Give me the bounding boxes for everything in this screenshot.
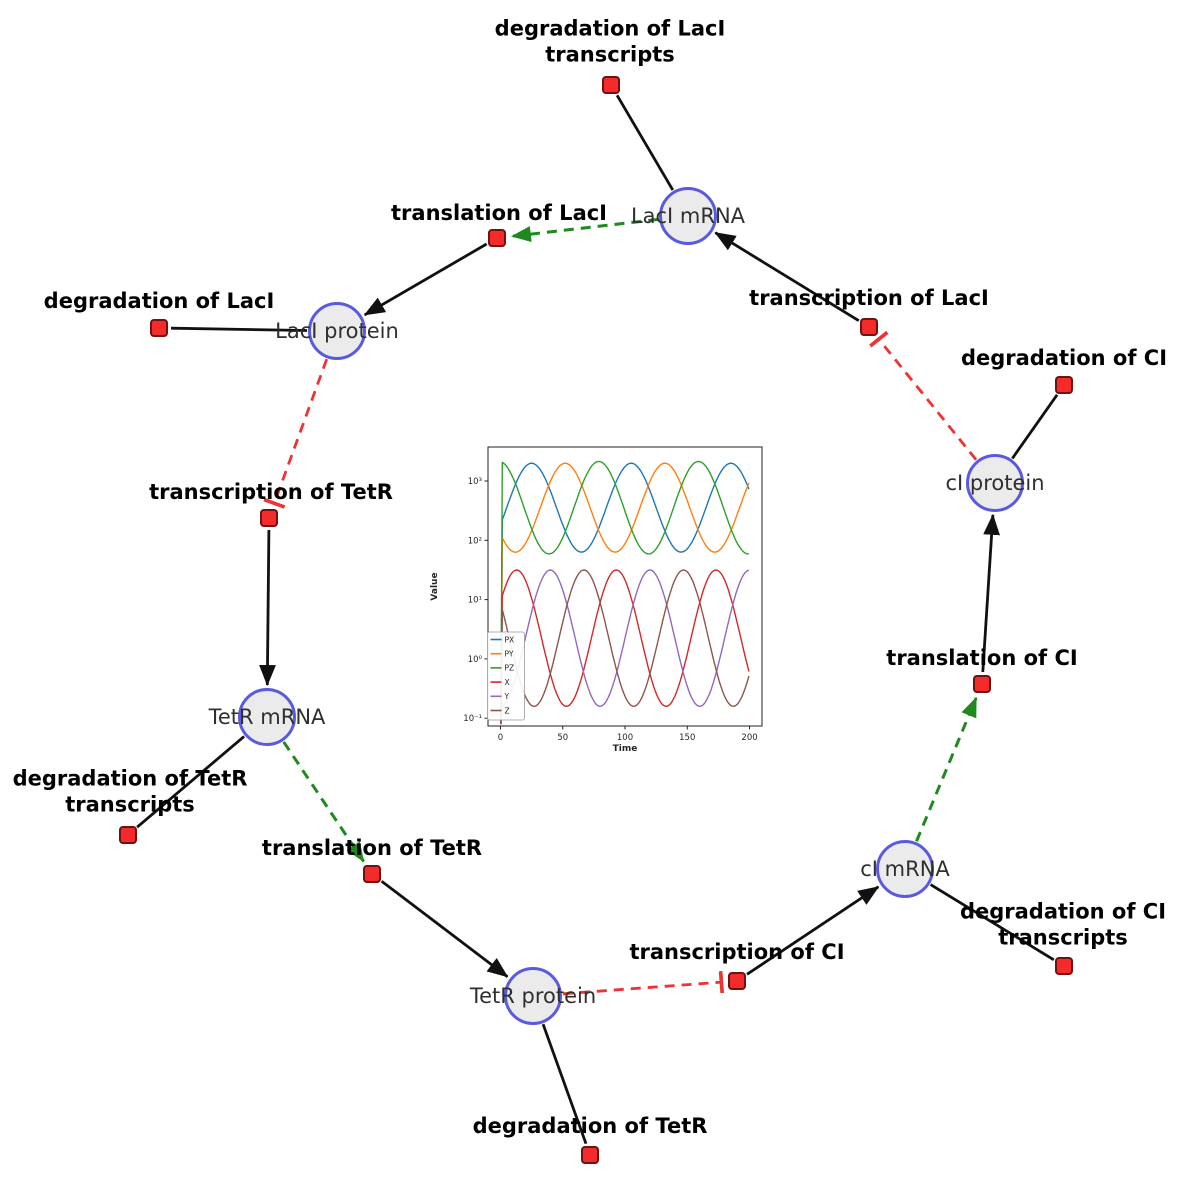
reaction-node-deg-laci bbox=[150, 319, 168, 337]
reaction-label-line: transcripts bbox=[65, 792, 195, 817]
legend-label-X: X bbox=[505, 678, 510, 687]
species-node-ci-protein bbox=[966, 454, 1024, 512]
reaction-label-transc-ci: transcription of CI bbox=[629, 939, 844, 965]
reaction-node-deg-tetr bbox=[581, 1146, 599, 1164]
species-node-tetr-mrna bbox=[238, 688, 296, 746]
y-tick-label: 10¹ bbox=[468, 596, 482, 606]
edge-laci-protein-to-deg-laci-consumption bbox=[170, 326, 308, 332]
series-line-Z bbox=[500, 569, 750, 725]
reaction-label-deg-tetr: degradation of TetR bbox=[473, 1113, 708, 1139]
species-node-tetr-protein bbox=[504, 967, 562, 1025]
series-line-PX bbox=[500, 462, 750, 725]
species-node-laci-mrna bbox=[659, 187, 717, 245]
edge-tetr-protein-to-deg-tetr-consumption bbox=[541, 1023, 588, 1145]
reaction-label-line: degradation of TetR bbox=[472, 1113, 708, 1138]
edge-tetr-mrna-to-deg-tetr-transcripts-consumption bbox=[136, 735, 246, 829]
edge-ci-protein-to-deg-ci-consumption bbox=[1011, 393, 1059, 460]
reaction-node-transc-laci bbox=[860, 318, 878, 336]
reaction-label-line: degradation of CI bbox=[959, 899, 1167, 924]
x-tick-label: 150 bbox=[679, 733, 695, 743]
edge-tetr-protein-to-transc-ci-inhibition bbox=[562, 971, 725, 996]
reaction-label-line: transcription of LacI bbox=[749, 285, 989, 310]
legend-label-Y: Y bbox=[504, 692, 510, 701]
reaction-node-transc-tetr bbox=[260, 509, 278, 527]
legend: PX PY PZ XYZ bbox=[487, 631, 525, 721]
reaction-node-transl-ci bbox=[973, 675, 991, 693]
reaction-label-transc-tetr: transcription of TetR bbox=[149, 479, 393, 505]
legend-label-PX: PX bbox=[505, 635, 515, 644]
edge-laci-protein-to-transc-tetr-inhibition bbox=[263, 358, 329, 509]
reaction-label-line: transcription of TetR bbox=[149, 479, 393, 504]
reaction-label-transc-laci: transcription of LacI bbox=[749, 285, 989, 311]
x-axis-label: Time bbox=[613, 744, 638, 754]
species-label-tetr-mrna: TetR mRNA bbox=[208, 705, 326, 729]
reaction-label-line: translation of TetR bbox=[261, 835, 483, 860]
legend-label-PY: PY bbox=[505, 650, 514, 659]
edge-laci-mrna-to-transl-laci-modifier bbox=[510, 217, 659, 243]
edge-transl-laci-to-laci-protein-production bbox=[363, 242, 488, 317]
series-line-PY bbox=[500, 462, 750, 725]
reaction-label-deg-ci: degradation of CI bbox=[961, 345, 1167, 371]
reaction-label-line: degradation of CI bbox=[960, 345, 1168, 370]
plot-frame bbox=[487, 446, 763, 727]
x-tick-label: 0 bbox=[498, 733, 503, 743]
reaction-label-line: degradation of LacI bbox=[43, 288, 275, 313]
species-label-ci-protein: cI protein bbox=[945, 471, 1045, 495]
legend-label-PZ: PZ bbox=[505, 664, 515, 673]
edge-transc-ci-to-ci-mrna-production bbox=[746, 885, 880, 976]
reaction-node-transc-ci bbox=[728, 972, 746, 990]
reaction-label-line: transcription of CI bbox=[629, 939, 845, 964]
edge-laci-mrna-to-deg-laci-transcripts-consumption bbox=[615, 94, 675, 191]
edge-transc-tetr-to-tetr-mrna-production bbox=[259, 529, 276, 687]
edge-tetr-mrna-to-transl-tetr-modifier bbox=[282, 741, 365, 863]
x-tick-label: 50 bbox=[557, 733, 568, 743]
y-axis-label: Value bbox=[430, 572, 440, 600]
reaction-label-line: translation of CI bbox=[886, 645, 1078, 670]
y-tick-label: 10³ bbox=[468, 477, 482, 487]
species-label-tetr-protein: TetR protein bbox=[469, 984, 597, 1008]
reaction-label-line: transcripts bbox=[998, 925, 1128, 950]
reaction-node-deg-ci bbox=[1055, 376, 1073, 394]
edge-transc-laci-to-laci-mrna-production bbox=[714, 231, 860, 322]
reaction-label-transl-laci: translation of LacI bbox=[391, 200, 607, 226]
series-line-Y bbox=[500, 569, 750, 725]
y-tick-label: 10⁰ bbox=[468, 655, 483, 665]
reaction-node-deg-tetr-transcripts bbox=[119, 826, 137, 844]
reaction-label-transl-ci: translation of CI bbox=[886, 645, 1077, 671]
edge-ci-mrna-to-deg-ci-transcripts-consumption bbox=[929, 883, 1055, 961]
reaction-node-deg-laci-transcripts bbox=[602, 76, 620, 94]
edge-ci-protein-to-transc-laci-inhibition bbox=[869, 330, 978, 461]
reaction-node-transl-tetr bbox=[363, 865, 381, 883]
edge-ci-mrna-to-transl-ci-modifier bbox=[915, 696, 978, 842]
reaction-node-deg-ci-transcripts bbox=[1055, 957, 1073, 975]
x-tick-label: 200 bbox=[741, 733, 757, 743]
series-line-X bbox=[500, 569, 750, 725]
reaction-label-transl-tetr: translation of TetR bbox=[262, 835, 482, 861]
reaction-label-line: degradation of TetR bbox=[12, 766, 248, 791]
species-node-ci-mrna bbox=[876, 840, 934, 898]
legend-label-Z: Z bbox=[505, 706, 510, 715]
y-tick-label: 10⁻¹ bbox=[463, 714, 482, 724]
species-node-laci-protein bbox=[308, 302, 366, 360]
y-tick-label: 10² bbox=[468, 536, 482, 546]
species-label-ci-mrna: cI mRNA bbox=[860, 857, 950, 881]
x-tick-label: 100 bbox=[617, 733, 633, 743]
reaction-label-line: translation of LacI bbox=[391, 200, 607, 225]
reaction-label-deg-laci: degradation of LacI bbox=[44, 288, 275, 314]
species-label-laci-protein: LacI protein bbox=[275, 319, 399, 343]
edge-transl-ci-to-ci-protein-production bbox=[981, 513, 1001, 673]
edge-transl-tetr-to-tetr-protein-production bbox=[380, 880, 509, 978]
reaction-label-line: degradation of LacI bbox=[494, 16, 726, 41]
reaction-label-line: transcripts bbox=[545, 42, 675, 67]
series-line-PZ bbox=[500, 460, 749, 725]
reaction-node-transl-laci bbox=[488, 229, 506, 247]
species-label-laci-mrna: LacI mRNA bbox=[630, 204, 746, 228]
